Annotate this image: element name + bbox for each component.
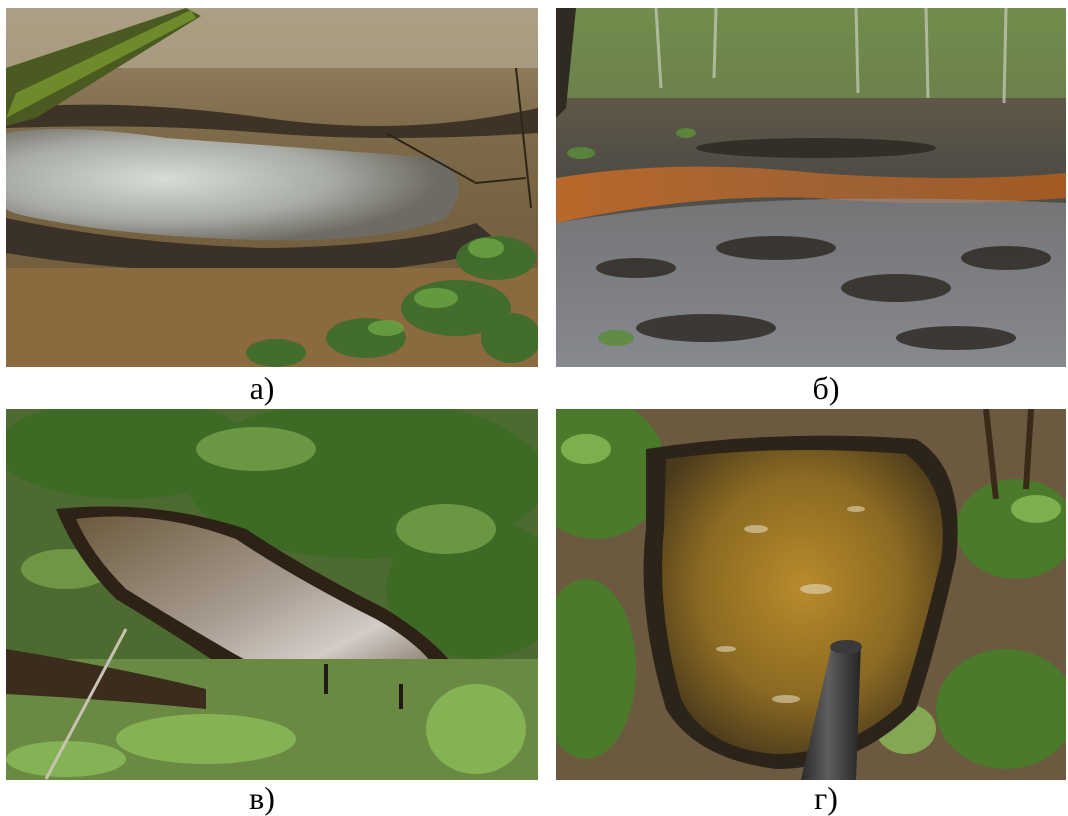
caption-c: в) [249,780,275,816]
photo-d-image [556,409,1066,780]
caption-d: г) [814,780,838,816]
photo-c-image [6,409,538,780]
caption-b: б) [812,370,840,406]
photo-panel-a [6,8,538,367]
photo-panel-d [556,409,1066,780]
caption-a: а) [249,370,275,406]
photo-a-image [6,8,538,367]
photo-panel-c [6,409,538,780]
photo-b-image [556,8,1066,367]
photo-panel-b [556,8,1066,367]
